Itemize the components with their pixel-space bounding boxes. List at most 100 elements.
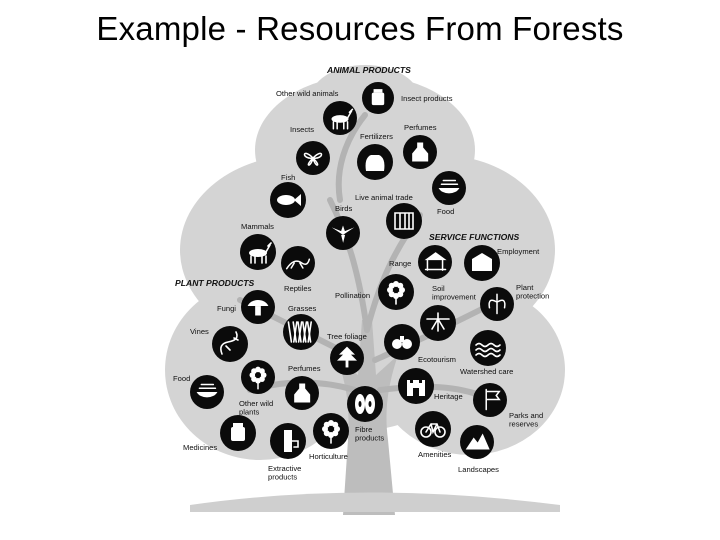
resource-label: Live animal trade (355, 193, 413, 202)
resource-node-tree-foliage: Tree foliage (327, 332, 367, 375)
resource-node-watershed-care: Watershed care (460, 330, 513, 376)
resource-node-fertilizers: Fertilizers (357, 132, 393, 180)
resource-label: Birds (335, 204, 353, 213)
flower-icon (387, 281, 405, 305)
resource-node-birds: Birds (326, 204, 360, 250)
sign-icon (485, 388, 501, 411)
resource-node-live-animal-trade: Live animal trade (355, 193, 422, 239)
resource-circle (418, 245, 452, 279)
potted-flower-icon (322, 420, 340, 444)
cage-icon (394, 212, 414, 230)
butterfly-icon (303, 152, 323, 166)
grass-icon (287, 321, 312, 343)
resource-label: Grasses (288, 304, 316, 313)
sprout-icon (488, 293, 506, 315)
resource-label: plants (239, 408, 259, 417)
resource-node-food-plant: Food (173, 374, 224, 409)
resource-node-range: Range (389, 245, 452, 279)
resource-node-employment: Employment (464, 245, 540, 281)
tapping-icon (284, 430, 299, 452)
resource-label: Fungi (217, 304, 236, 313)
resource-label: Tree foliage (327, 332, 367, 341)
mammal-icon (249, 242, 272, 264)
bread-icon (196, 383, 218, 398)
resource-label: Other wild animals (276, 89, 339, 98)
resource-label: Fibre (355, 425, 372, 434)
resource-node-ecotourism: Ecotourism (384, 324, 456, 364)
resource-label: Amenities (418, 450, 452, 459)
section-header-service: SERVICE FUNCTIONS (429, 232, 520, 242)
resource-node-grasses: Grasses (283, 304, 319, 350)
resource-label: Food (173, 374, 190, 383)
resource-label: Watershed care (460, 367, 513, 376)
deer-icon (331, 108, 354, 130)
sack-icon (365, 155, 385, 171)
castle-icon (407, 380, 425, 396)
building-icon (472, 253, 492, 271)
resource-label: Insects (290, 125, 314, 134)
resource-label: Horticulture (309, 452, 348, 461)
resource-node-other-wild-animals: Other wild animals (276, 89, 357, 135)
roots-icon (426, 312, 450, 332)
resource-label: Parks and (509, 411, 543, 420)
resource-label: Soil (432, 284, 445, 293)
resource-circle (281, 246, 315, 280)
resource-node-insects: Insects (290, 125, 330, 175)
resource-label: Extractive (268, 464, 301, 473)
resource-node-fungi: Fungi (217, 290, 275, 324)
resource-node-landscapes: Landscapes (458, 425, 499, 474)
bottle-icon (294, 383, 311, 403)
resource-node-amenities: Amenities (415, 411, 452, 459)
resource-node-medicines: Medicines (183, 415, 256, 452)
paper-rolls-icon (355, 394, 375, 414)
resource-circle (470, 330, 506, 366)
resource-label: protection (516, 292, 549, 301)
resource-node-pollination: Pollination (335, 274, 414, 310)
resource-label: Fish (281, 173, 295, 182)
tree-icon (337, 346, 357, 368)
resource-label: Heritage (434, 392, 463, 401)
flask-icon (412, 142, 429, 162)
resource-label: products (268, 473, 297, 482)
resource-label: Food (437, 207, 454, 216)
lizard-icon (285, 258, 311, 270)
resource-node-perfumes-animal: Perfumes (403, 123, 437, 169)
resource-node-perfumes-plant: Perfumes (241, 360, 321, 394)
resource-label: Range (389, 259, 411, 268)
resource-circle (386, 203, 422, 239)
resource-node-food-animal: Food (432, 171, 466, 216)
blossom-icon (249, 366, 267, 390)
resource-node-fish: Fish (270, 173, 306, 218)
waves-icon (475, 342, 501, 358)
jar-icon (371, 89, 385, 106)
resource-circle (283, 314, 319, 350)
resource-label: Pollination (335, 291, 370, 300)
mushroom-icon (247, 300, 269, 316)
mountain-icon (465, 433, 490, 450)
resource-node-insect-products: Insect products (362, 82, 453, 114)
resource-label: Perfumes (288, 364, 321, 373)
resource-label: Landscapes (458, 465, 499, 474)
resource-node-reptiles: Reptiles (281, 246, 315, 293)
medicine-jar-icon (231, 423, 245, 441)
resource-label: Insect products (401, 94, 453, 103)
fish-icon (277, 194, 301, 206)
slide-title: Example - Resources From Forests (96, 10, 624, 47)
resource-node-mammals: Mammals (240, 222, 276, 270)
vine-icon (220, 331, 239, 355)
resource-label: Other wild (239, 399, 273, 408)
shed-icon (424, 252, 447, 271)
bicycle-icon (420, 423, 446, 438)
section-header-plant: PLANT PRODUCTS (175, 278, 255, 288)
bowl-icon (438, 179, 460, 194)
binoculars-icon (392, 336, 412, 349)
resource-node-heritage: Heritage (398, 368, 463, 404)
resource-label: Mammals (241, 222, 274, 231)
resource-label: products (355, 434, 384, 443)
